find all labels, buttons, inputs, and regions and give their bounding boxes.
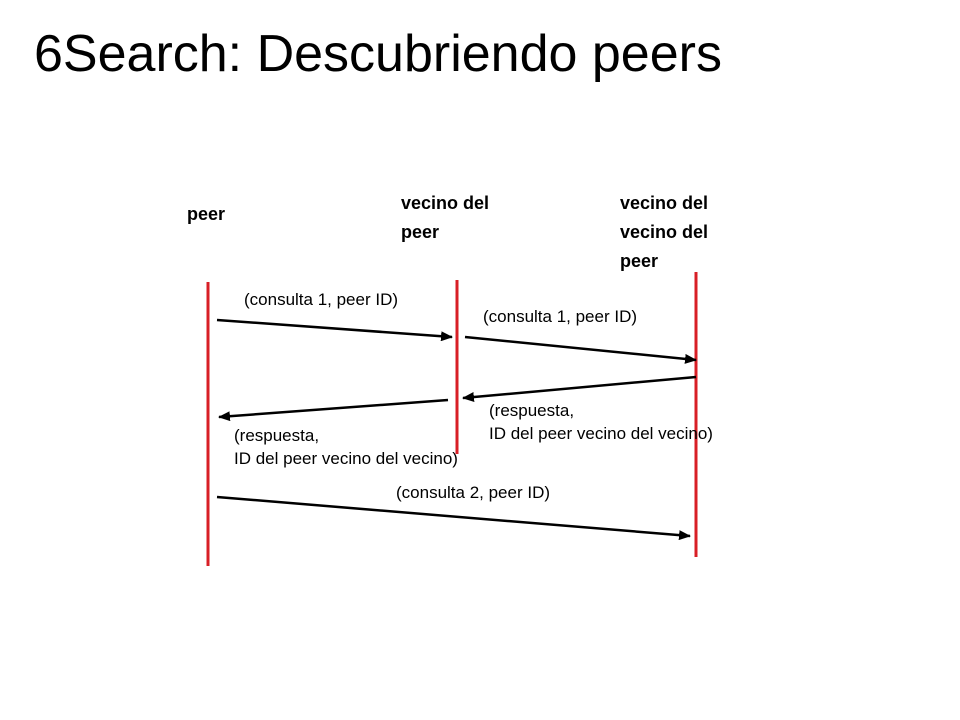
message-arrow-response-to-neighbor [462, 375, 697, 402]
message-label-query1-to-neighbor: (consulta 1, peer ID) [244, 288, 398, 311]
participant-label-line: vecino del [401, 193, 490, 213]
message-label-line: (respuesta, [489, 401, 575, 420]
message-label-line: (consulta 1, peer ID) [483, 307, 638, 326]
message-label-response-to-neighbor: (respuesta, ID del peer vecino del vecin… [489, 399, 713, 445]
message-label-line: ID del peer vecino del vecino) [489, 424, 713, 443]
message-label-line: (consulta 2, peer ID) [396, 483, 551, 502]
slide-title: 6Search: Descubriendo peers [34, 25, 722, 83]
participant-label-line: peer [401, 222, 440, 242]
participant-label-line: vecino del [620, 222, 709, 242]
participant-label-line: peer [620, 251, 659, 271]
message-label-query2-to-neighbor-of-neighbor: (consulta 2, peer ID) [396, 481, 550, 504]
participant-neighbor-of-neighbor-label: vecino del vecino del peer [620, 189, 708, 276]
message-arrow-response-to-peer [218, 398, 449, 422]
participant-label-line: peer [187, 204, 226, 224]
participant-neighbor-label: vecino del peer [401, 189, 489, 247]
message-label-line: ID del peer vecino del vecino) [234, 449, 458, 468]
participant-label-line: vecino del [620, 193, 709, 213]
message-label-query1-to-neighbor-of-neighbor: (consulta 1, peer ID) [483, 305, 637, 328]
participant-peer-label: peer [187, 200, 225, 229]
message-arrow-query2-to-neighbor-of-neighbor [216, 495, 691, 541]
message-label-line: (consulta 1, peer ID) [244, 290, 399, 309]
message-label-line: (respuesta, [234, 426, 320, 445]
message-label-response-to-peer: (respuesta, ID del peer vecino del vecin… [234, 424, 458, 470]
message-arrow-query1-to-neighbor [216, 318, 453, 342]
message-arrow-query1-to-neighbor-of-neighbor [464, 335, 697, 364]
